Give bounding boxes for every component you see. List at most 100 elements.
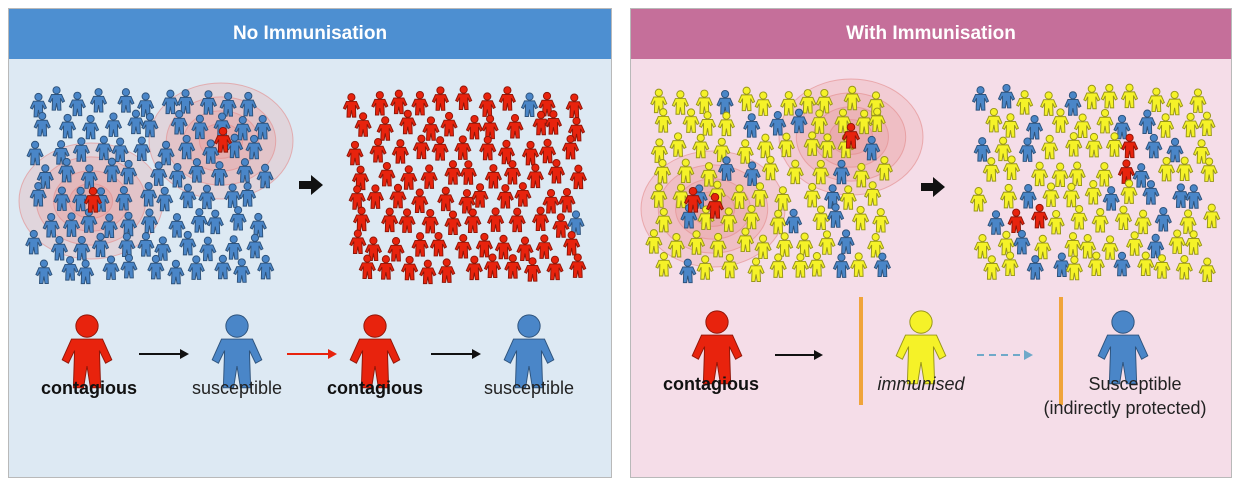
person-icon	[120, 253, 138, 279]
person-icon	[210, 161, 229, 186]
person-icon	[137, 92, 155, 117]
person-icon	[249, 212, 267, 238]
person-icon	[799, 89, 817, 114]
person-icon	[826, 203, 845, 228]
person-icon	[50, 236, 69, 261]
label-immunised: immunised	[877, 374, 965, 394]
person-icon	[742, 204, 761, 230]
person-icon	[349, 229, 367, 255]
person-icon	[717, 156, 736, 181]
person-icon	[381, 207, 399, 233]
person-icon	[691, 310, 743, 385]
person-icon	[366, 184, 385, 209]
person-icon	[650, 183, 668, 208]
person-icon	[429, 231, 448, 257]
person-icon	[736, 139, 754, 164]
person-icon	[454, 135, 472, 160]
person-icon	[1192, 139, 1211, 164]
person-icon	[236, 158, 254, 183]
person-icon	[1156, 113, 1175, 138]
person-icon	[1198, 257, 1216, 282]
person-icon	[100, 213, 118, 239]
person-icon	[133, 136, 151, 161]
person-icon	[812, 159, 830, 185]
person-icon	[351, 165, 370, 191]
person-icon	[444, 160, 462, 185]
person-icon	[58, 157, 76, 183]
person-icon	[141, 112, 159, 138]
person-icon	[53, 186, 71, 211]
person-icon	[438, 258, 456, 283]
person-icon	[1100, 83, 1118, 109]
person-icon	[716, 89, 734, 115]
person-icon	[431, 86, 450, 111]
person-icon	[257, 254, 275, 280]
person-icon	[1153, 254, 1171, 279]
person-icon	[254, 114, 272, 140]
person-icon	[1120, 179, 1138, 204]
person-icon	[150, 161, 168, 186]
person-icon	[756, 133, 775, 159]
person-icon	[1147, 87, 1165, 113]
person-icon	[873, 252, 891, 278]
person-icon	[808, 251, 826, 277]
person-icon	[188, 158, 206, 183]
arrow-right-icon	[431, 349, 481, 359]
person-icon	[26, 140, 44, 166]
person-icon	[983, 255, 1001, 280]
person-icon	[444, 210, 462, 235]
person-icon	[398, 208, 416, 233]
person-icon	[671, 90, 690, 115]
person-icon	[47, 86, 66, 111]
person-icon	[1166, 137, 1184, 163]
barrier-icon	[1059, 297, 1063, 405]
person-icon	[422, 116, 440, 141]
person-icon	[1042, 182, 1060, 207]
person-icon	[810, 109, 829, 134]
crowd-illustration	[18, 82, 587, 389]
person-icon	[387, 237, 405, 262]
person-icon	[167, 259, 185, 285]
crowd-illustration	[640, 78, 1221, 405]
arrow-right-icon	[299, 175, 323, 195]
person-icon	[111, 137, 129, 162]
person-icon	[832, 253, 851, 278]
person-icon	[1097, 310, 1149, 385]
person-icon	[245, 134, 263, 160]
person-icon	[179, 230, 197, 256]
person-icon	[219, 92, 237, 117]
person-icon	[478, 92, 496, 117]
person-icon	[419, 259, 437, 285]
person-icon	[837, 229, 855, 254]
person-icon	[465, 114, 484, 140]
person-icon	[538, 138, 557, 164]
person-icon	[1181, 112, 1200, 138]
person-icon	[1137, 251, 1155, 276]
person-icon	[973, 234, 992, 259]
person-icon	[161, 89, 179, 115]
person-icon	[494, 234, 513, 260]
arrow-right-icon	[287, 349, 337, 359]
label-contagious: contagious	[40, 378, 137, 398]
barrier-icon	[859, 297, 863, 405]
label-contagious: contagious	[662, 374, 759, 394]
panel-title: With Immunisation	[631, 9, 1231, 59]
person-icon	[776, 232, 794, 257]
person-icon	[761, 155, 780, 181]
person-icon	[168, 163, 187, 188]
person-icon	[709, 232, 727, 258]
label-indirectly-protected: (indirectly protected)	[1043, 398, 1207, 418]
person-icon	[1132, 163, 1150, 188]
person-icon	[1000, 183, 1018, 209]
person-icon	[790, 108, 808, 134]
person-icon	[389, 183, 407, 209]
person-icon	[479, 135, 497, 161]
person-icon	[1079, 234, 1097, 259]
panel-with-immunisation: With Immunisation contagious immunised S…	[630, 8, 1232, 478]
person-icon	[994, 136, 1012, 162]
person-icon	[1189, 88, 1207, 113]
person-icon	[103, 157, 121, 183]
person-icon	[721, 253, 739, 279]
person-icon	[455, 85, 473, 111]
person-icon	[791, 253, 810, 278]
